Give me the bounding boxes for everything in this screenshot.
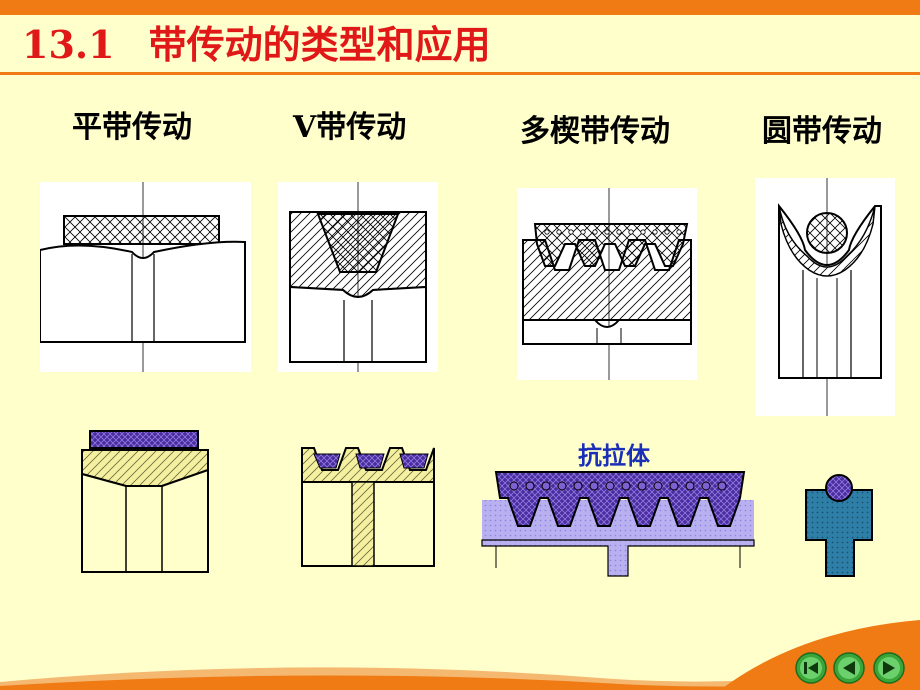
caption-round-belt: 圆带传动 (762, 114, 882, 149)
v-belt-drawing (278, 182, 438, 372)
nav-first-button[interactable] (795, 652, 827, 684)
v-belt-color-section (300, 440, 440, 570)
title-underline (0, 72, 920, 75)
flat-belt-color-section (80, 428, 210, 578)
section-number: 13.1 (22, 22, 115, 67)
play-back-icon (833, 652, 865, 684)
caption-v-belt: V带传动 (293, 110, 407, 145)
slide-title: 13.1 带传动的类型和应用 (22, 22, 491, 68)
skip-back-icon (795, 652, 827, 684)
round-belt-drawing (755, 178, 895, 416)
multi-v-belt-drawing (517, 188, 697, 380)
nav-previous-button[interactable] (833, 652, 865, 684)
caption-multi-v-belt: 多楔带传动 (520, 114, 670, 149)
flat-belt-drawing (40, 182, 251, 372)
play-forward-icon (873, 652, 905, 684)
nav-next-button[interactable] (873, 652, 905, 684)
multi-v-belt-color-section (478, 468, 758, 578)
caption-flat-belt: 平带传动 (72, 110, 192, 145)
round-belt-color-section (800, 470, 880, 580)
bottom-decor (0, 620, 920, 690)
tension-member-label: 抗拉体 (578, 442, 650, 470)
top-accent-bar (0, 0, 920, 15)
title-text: 带传动的类型和应用 (148, 22, 491, 67)
